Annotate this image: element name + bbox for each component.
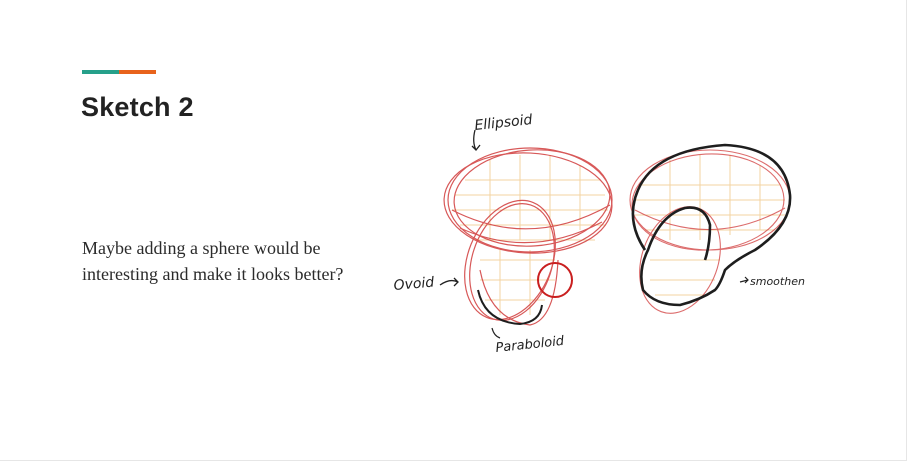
left-sketch: Ellipsoid Ovoid Paraboloid	[393, 112, 613, 356]
label-smoothen: smoothen	[750, 275, 805, 288]
right-sketch: smoothen	[629, 143, 805, 314]
slide-body-text: Maybe adding a sphere would be interesti…	[82, 238, 344, 284]
label-ovoid: Ovoid	[393, 274, 435, 293]
label-paraboloid: Paraboloid	[495, 334, 566, 356]
label-ellipsoid: Ellipsoid	[474, 112, 534, 134]
title-accent-bar	[82, 70, 156, 74]
accent-orange-segment	[119, 70, 156, 74]
sketch-image: Ellipsoid Ovoid Paraboloid	[380, 100, 830, 370]
accent-teal-segment	[82, 70, 119, 74]
slide-title: Sketch 2	[81, 92, 194, 122]
sphere-shape	[537, 262, 573, 298]
mushroom-sketch-drawing: Ellipsoid Ovoid Paraboloid	[393, 112, 805, 356]
